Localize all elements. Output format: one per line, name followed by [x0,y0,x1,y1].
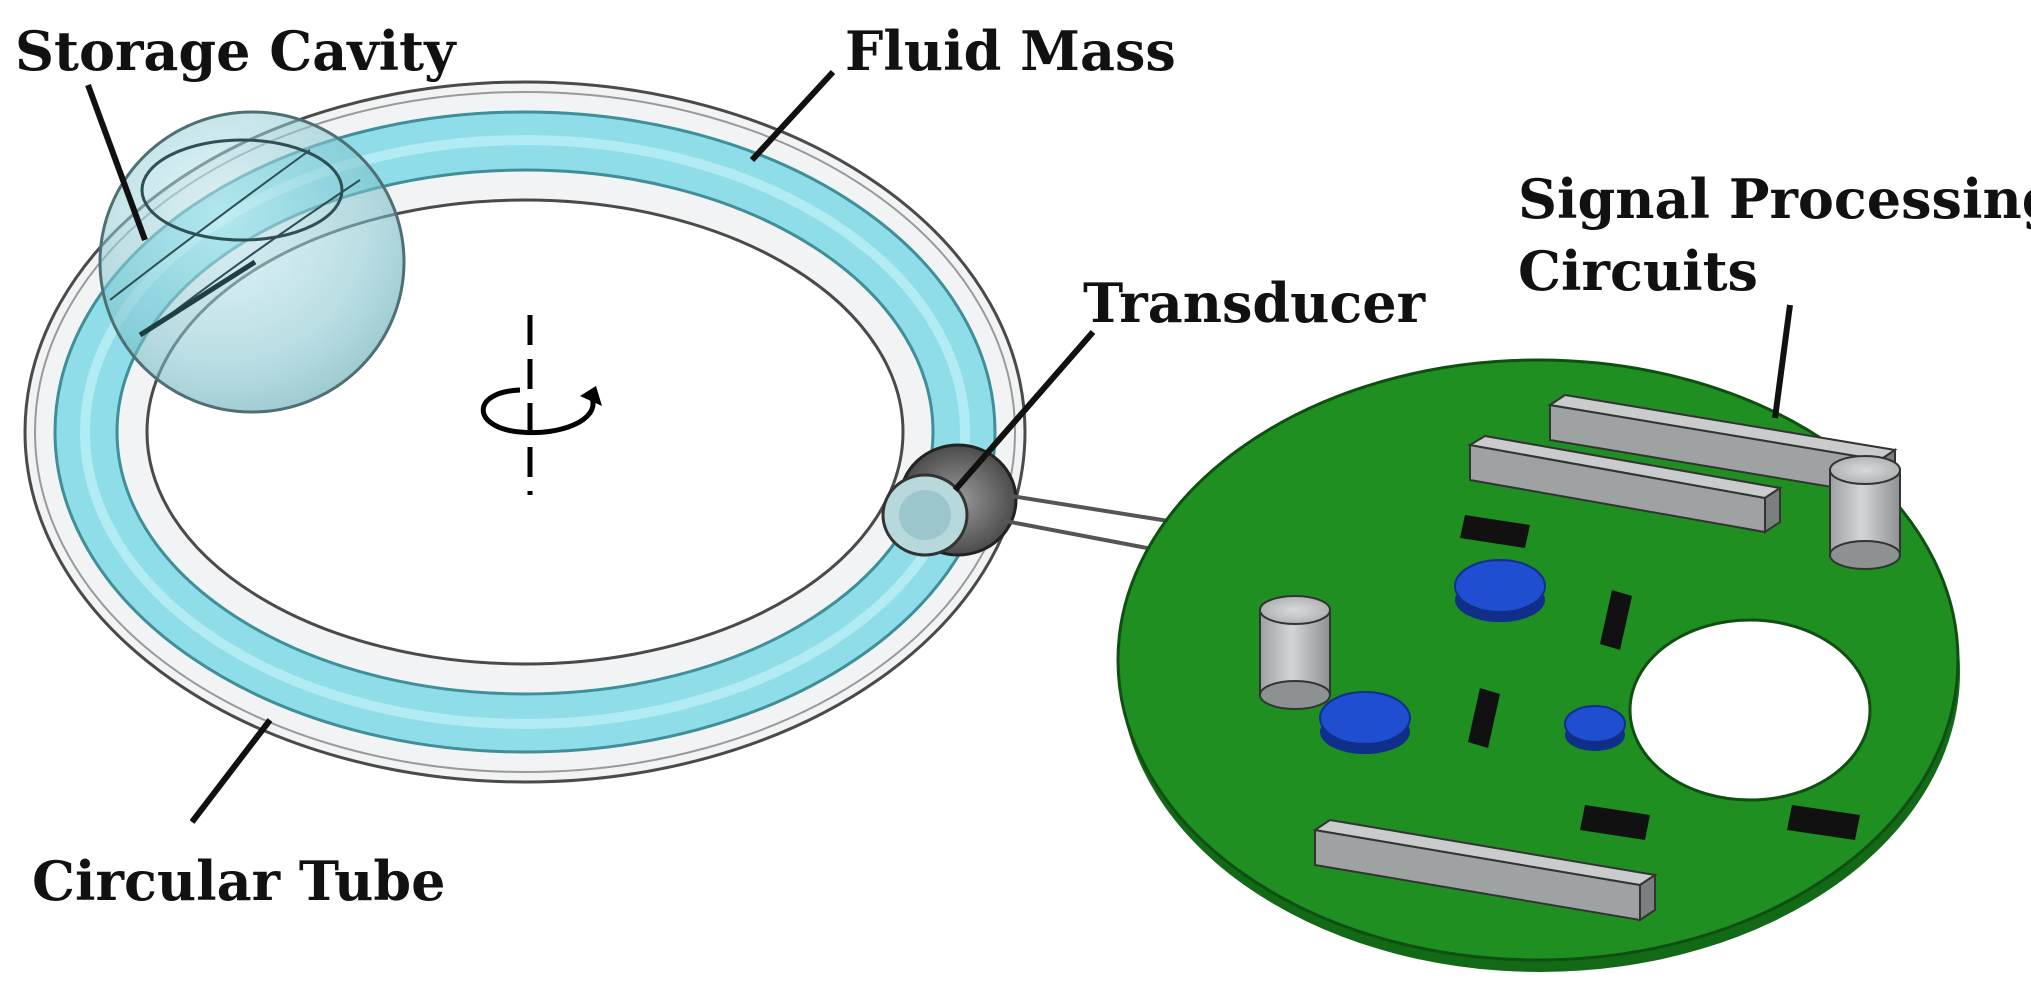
circular-tube-label: Circular Tube [32,849,445,913]
storage-cavity-sphere [98,110,406,414]
gray-cylinder-component [1829,455,1901,570]
circular-tube-leader [189,718,273,824]
signal-processing-label-line2: Circuits [1518,239,1758,303]
blue-capacitor [1454,559,1546,622]
black-chip [1468,688,1500,748]
gray-cylinder-component [1259,595,1331,710]
black-chip [1600,590,1632,650]
transducer [881,443,1227,630]
transducer-leader [952,330,1096,492]
transducer-label: Transducer [1083,271,1426,335]
leader-lines [85,69,1793,824]
rotation-axis [480,315,602,495]
black-chip [1580,805,1650,840]
storage-cavity-label: Storage Cavity [15,19,457,83]
signal-processing-leader [1772,304,1793,419]
fluid-mass-leader [749,69,836,163]
resistor-bar [1467,434,1783,534]
resistor-bar [1312,818,1658,922]
storage-cavity-leader [85,83,148,242]
signal-processing-board [1116,358,1960,972]
signal-processing-label-line1: Signal Processing [1518,167,2031,231]
blue-capacitor [1319,691,1411,754]
black-chip [1460,515,1530,548]
fluid-mass-label: Fluid Mass [845,19,1176,83]
black-chip [1787,805,1860,840]
blue-capacitor [1564,705,1626,751]
board-hole [1628,618,1872,802]
